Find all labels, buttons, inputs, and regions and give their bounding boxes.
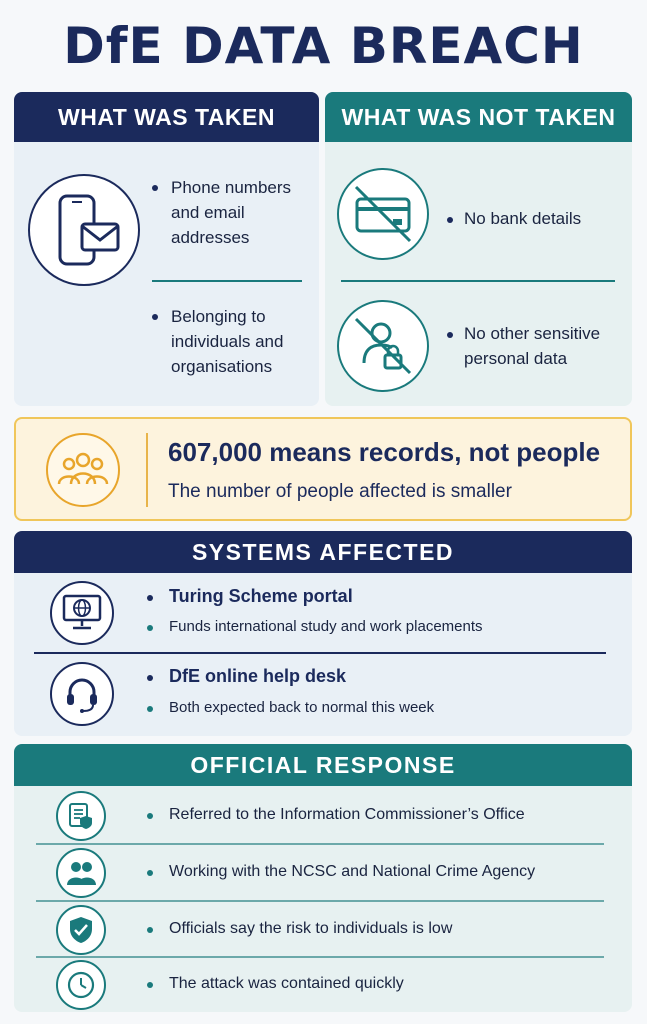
what-was-taken-heading: WHAT WAS TAKEN	[14, 92, 319, 142]
not-taken-item-bank: No bank details	[464, 209, 582, 228]
taken-item-contacts: Phone numbers and email addresses	[171, 178, 292, 247]
system-helpdesk-detail: Both expected back to normal this week	[169, 699, 435, 716]
bullet-dot	[147, 927, 153, 933]
what-was-not-taken-heading: WHAT WAS NOT TAKEN	[325, 92, 632, 142]
headset-icon	[50, 662, 114, 726]
globe-monitor-icon	[50, 581, 114, 645]
official-response-panel: OFFICIAL RESPONSE Referred to the Inform…	[14, 744, 632, 1012]
systems-affected-heading: SYSTEMS AFFECTED	[14, 531, 632, 573]
bullet-dot	[152, 185, 158, 191]
what-was-not-taken-panel: WHAT WAS NOT TAKEN No bank details No ot…	[325, 92, 632, 406]
divider	[36, 900, 604, 902]
divider	[34, 652, 606, 654]
divider	[146, 433, 148, 507]
response-risk: Officials say the risk to individuals is…	[169, 920, 453, 937]
document-shield-icon	[56, 791, 106, 841]
bullet-dot	[447, 332, 453, 338]
response-ncsc: Working with the NCSC and National Crime…	[169, 863, 536, 880]
divider	[36, 956, 604, 958]
bullet-dot	[147, 706, 153, 712]
bullet-dot	[147, 595, 153, 601]
system-helpdesk-title: DfE online help desk	[169, 666, 347, 686]
banner-headline: 607,000 means records, not people	[168, 437, 601, 467]
shield-check-icon	[56, 905, 106, 955]
divider	[341, 280, 615, 282]
bullet-dot	[447, 217, 453, 223]
bullet-dot	[147, 625, 153, 631]
divider	[36, 843, 604, 845]
system-turing-title: Turing Scheme portal	[169, 586, 353, 606]
banner-subline: The number of people affected is smaller	[168, 481, 512, 502]
clock-icon	[56, 960, 106, 1010]
no-personal-data-icon	[337, 300, 429, 392]
people-group-icon	[46, 433, 120, 507]
bullet-dot	[152, 314, 158, 320]
bullet-dot	[147, 813, 153, 819]
no-bank-card-icon	[337, 168, 429, 260]
page-title: DfE DATA BREACH	[63, 17, 584, 75]
team-icon	[56, 848, 106, 898]
not-taken-item-sensitive: No other sensitive personal data	[464, 324, 601, 368]
official-response-heading: OFFICIAL RESPONSE	[14, 744, 632, 786]
response-contained: The attack was contained quickly	[169, 975, 404, 992]
response-ico: Referred to the Information Commissioner…	[169, 806, 525, 823]
system-turing-detail: Funds international study and work place…	[169, 618, 483, 635]
bullet-dot	[147, 870, 153, 876]
phone-email-icon	[28, 174, 140, 286]
records-banner: 607,000 means records, not people The nu…	[14, 417, 632, 521]
what-was-taken-panel: WHAT WAS TAKEN Phone numbers and email a…	[14, 92, 319, 406]
bullet-dot	[147, 982, 153, 988]
taken-item-owners: Belonging to individuals and organisatio…	[171, 307, 284, 376]
divider	[152, 280, 302, 282]
systems-affected-panel: SYSTEMS AFFECTED Turing Scheme portal Fu…	[14, 531, 632, 736]
bullet-dot	[147, 675, 153, 681]
